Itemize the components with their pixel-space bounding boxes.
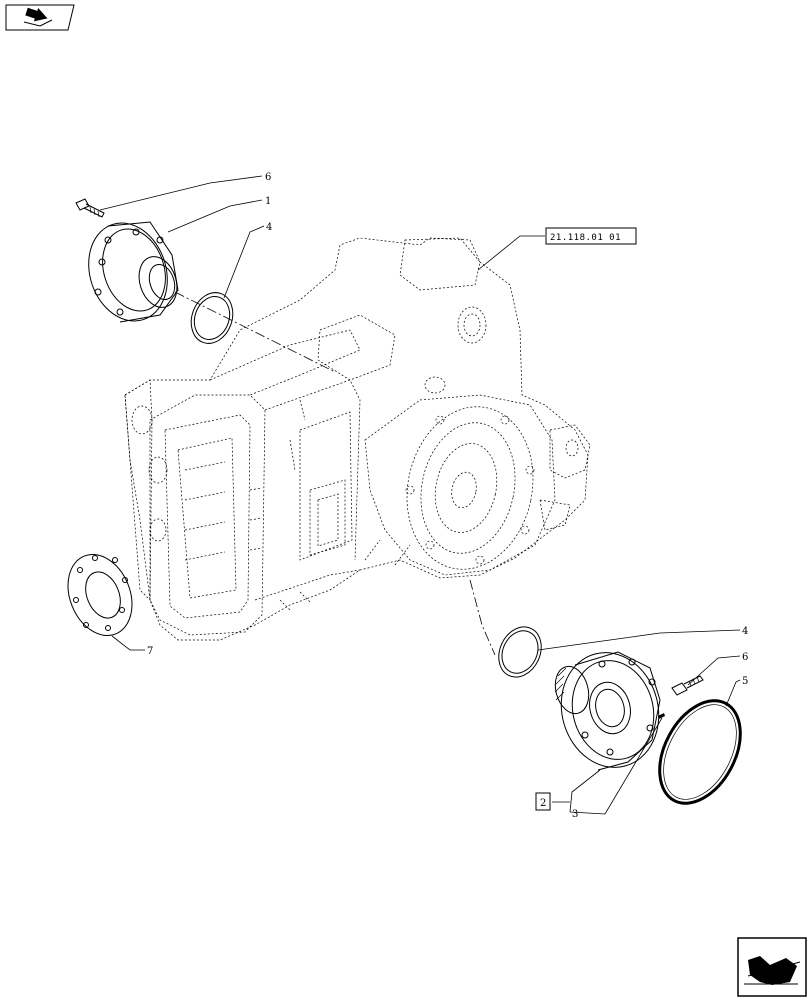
pin-part-3 <box>658 713 665 719</box>
axis-centerline-top <box>174 291 336 373</box>
reference-label: 21.118.01 01 <box>550 233 621 243</box>
callout-7: 7 <box>147 646 153 657</box>
bolt-part-6-top <box>75 198 105 218</box>
o-ring-part-4-top <box>190 292 234 344</box>
hub-part-1 <box>88 221 179 323</box>
seal-ring-part-5 <box>658 699 742 805</box>
o-ring-part-4-bottom <box>498 626 542 678</box>
callout-6-bottom: 6 <box>742 652 748 663</box>
book-arrow-icon[interactable] <box>5 4 75 31</box>
callout-1: 1 <box>265 196 271 207</box>
bolt-part-6-bottom <box>671 675 704 696</box>
gasket-part-7 <box>67 553 133 637</box>
next-page-arrow-icon[interactable] <box>737 937 807 997</box>
hub-part-2 <box>554 651 661 771</box>
axis-centerline-bottom <box>469 579 496 656</box>
callout-3: 3 <box>572 809 578 820</box>
transmission-housing <box>124 237 591 641</box>
callout-5: 5 <box>742 676 748 687</box>
reference-link[interactable]: 21.118.01 01 <box>545 227 637 245</box>
callout-4-bottom: 4 <box>742 626 748 637</box>
callout-2: 2 <box>540 798 546 809</box>
callout-4-top: 4 <box>266 222 272 233</box>
leader-lines <box>99 175 741 815</box>
callout-6-top: 6 <box>265 172 271 183</box>
callout-2-box[interactable]: 2 <box>535 792 551 811</box>
